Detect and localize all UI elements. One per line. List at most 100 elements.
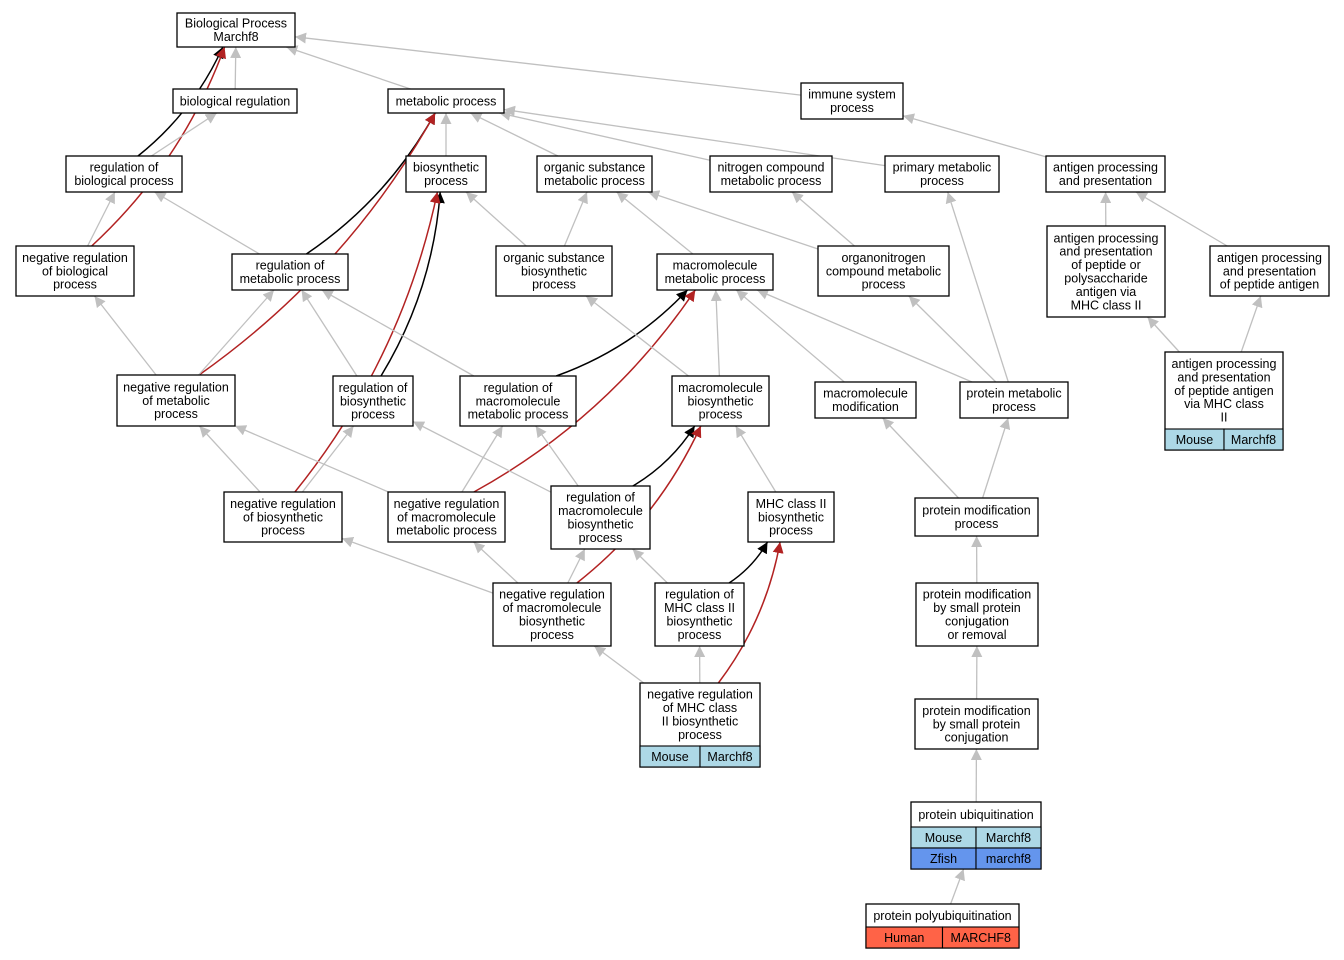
node-label-line: metabolic process [396, 94, 497, 108]
node-box [884, 155, 1000, 193]
node-label-line: macromolecule [476, 394, 561, 408]
node-label-line: of macromolecule [503, 601, 602, 615]
node-label-line: MHC class II [664, 601, 735, 615]
node-label-line: and presentation [1177, 370, 1270, 384]
node-label-line: metabolic process [468, 408, 569, 422]
node-label-line: process [579, 531, 623, 545]
node-label-line: by small protein [933, 717, 1021, 731]
node-label-line: metabolic process [240, 272, 341, 286]
node-label-line: process [351, 408, 395, 422]
node-label-line: organic substance [544, 161, 646, 175]
edge-positively-regulates-reg-biosynthetic-to-biosynthetic-process [380, 191, 445, 377]
node-box [223, 491, 343, 543]
edge-is-a-organic-substance-biosynthetic-to-biosynthetic-process [465, 191, 527, 247]
node-label-line: biosynthetic [666, 615, 732, 629]
annotation-species: Mouse [925, 831, 963, 845]
node-box [959, 381, 1069, 419]
edge-positively-regulates-reg-macromolecule-metabolic-to-macromolecule-metabolic [555, 289, 689, 377]
node-label-line: MHC class II [756, 497, 827, 511]
node-label-line: modification [832, 400, 899, 414]
edge-is-a-protein-modification-to-macromolecule-modification [882, 417, 959, 499]
node-label-line: or removal [947, 628, 1006, 642]
node-biological-regulation[interactable]: biological regulation [172, 88, 298, 114]
node-label-line: negative regulation [123, 380, 229, 394]
node-label-line: negative regulation [230, 497, 336, 511]
node-label-line: metabolic process [665, 272, 766, 286]
node-label-line: antigen processing [1054, 231, 1159, 245]
node-label-line: biological process [74, 174, 173, 188]
annotation-species: Mouse [1176, 433, 1214, 447]
edge-is-a-neg-reg-mhc2-biosynthetic-to-neg-reg-macromolecule-biosynthetic [593, 645, 645, 684]
edge-layer [87, 32, 1263, 905]
annotation-gene: Marchf8 [707, 750, 752, 764]
edge-negatively-regulates-neg-reg-macromolecule-metabolic-to-macromolecule-metabolic [473, 289, 696, 493]
node-box [387, 491, 506, 543]
node-box [405, 155, 487, 193]
node-label-line: II biosynthetic [662, 715, 738, 729]
node-box [231, 253, 349, 291]
node-label-line: process [53, 278, 97, 292]
node-label-line: and presentation [1059, 174, 1152, 188]
node-reg-macromolecule-biosynthetic[interactable]: regulation ofmacromoleculebiosyntheticpr… [550, 485, 651, 550]
annotation-cell [1223, 428, 1284, 451]
node-label-line: Marchf8 [213, 30, 258, 44]
edge-is-a-neg-reg-macromolecule-biosynthetic-to-neg-reg-biosynthetic [341, 536, 494, 594]
edge-is-a-organic-substance-biosynthetic-to-organic-substance-metabolic [563, 191, 588, 247]
node-label-line: of biological [42, 264, 108, 278]
node-label-line: of macromolecule [397, 510, 496, 524]
node-label-line: compound metabolic [826, 264, 941, 278]
node-label-line: regulation of [90, 161, 159, 175]
node-label-line: nitrogen compound [717, 161, 824, 175]
node-label-line: process [862, 278, 906, 292]
node-label-line: of peptide antigen [1174, 384, 1273, 398]
edge-positively-regulates-reg-macromolecule-biosynthetic-to-macromolecule-biosynthetic [632, 425, 696, 487]
node-box [536, 155, 653, 193]
edge-negatively-regulates-neg-reg-biosynthetic-to-biosynthetic-process [294, 191, 441, 493]
annotation-species: Zfish [930, 852, 957, 866]
edge-is-a-immune-system-process-to-bp [294, 32, 802, 96]
edge-is-a-reg-macromolecule-metabolic-to-reg-metabolic [321, 289, 475, 377]
node-label-line: macromolecule [678, 381, 763, 395]
node-label-line: biosynthetic [687, 394, 753, 408]
node-label-line: regulation of [484, 381, 553, 395]
node-label-line: process [992, 400, 1036, 414]
node-label-line: macromolecule [558, 504, 643, 518]
node-label-line: by small protein [933, 601, 1021, 615]
edge-is-a-protein-polyubiquitination-to-protein-ubiquitination [949, 868, 965, 905]
node-metabolic-process[interactable]: metabolic process [387, 88, 505, 114]
node-box [550, 485, 651, 550]
